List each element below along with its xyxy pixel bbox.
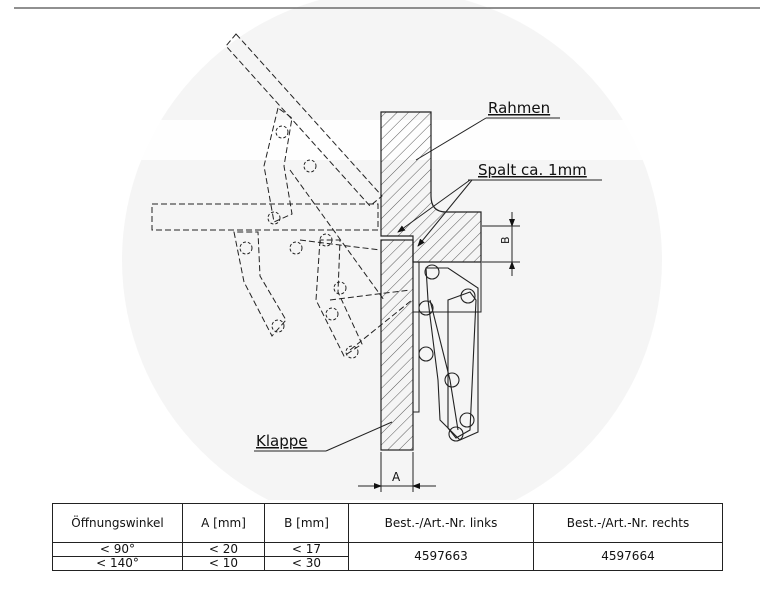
table-row: < 140° < 10 < 30 bbox=[52, 556, 723, 571]
label-dim-b: B bbox=[499, 236, 512, 244]
cell-winkel: < 90° bbox=[52, 542, 183, 557]
specification-table: Öffnungswinkel A [mm] B [mm] Best.-/Art.… bbox=[52, 503, 723, 571]
open-pivots bbox=[239, 125, 359, 359]
cell-b: < 30 bbox=[264, 556, 349, 571]
table-row: < 90° < 20 < 17 4597663 4597664 bbox=[52, 542, 723, 571]
cell-a: < 20 bbox=[182, 542, 265, 557]
label-dim-a: A bbox=[392, 470, 401, 484]
header-a: A [mm] bbox=[182, 503, 265, 543]
dimension-b bbox=[482, 212, 520, 276]
label-spalt: Spalt ca. 1mm bbox=[478, 161, 587, 179]
header-art-rechts: Best.-/Art.-Nr. rechts bbox=[533, 503, 723, 543]
cell-art-links: 4597663 bbox=[348, 542, 534, 571]
label-klappe: Klappe bbox=[256, 432, 307, 450]
hinge-technical-drawing: Rahmen Spalt ca. 1mm Klappe B A bbox=[14, 0, 760, 500]
flap-klappe bbox=[380, 239, 414, 451]
table-header-row: Öffnungswinkel A [mm] B [mm] Best.-/Art.… bbox=[52, 503, 723, 543]
cell-winkel: < 140° bbox=[52, 556, 183, 571]
header-art-links: Best.-/Art.-Nr. links bbox=[348, 503, 534, 543]
cell-b: < 17 bbox=[264, 542, 349, 557]
dimension-a bbox=[358, 452, 436, 492]
hinge-links-closed bbox=[418, 264, 479, 442]
cell-art-rechts: 4597664 bbox=[533, 542, 723, 571]
hinge-pivot bbox=[424, 264, 440, 280]
flap-open-positions bbox=[151, 33, 413, 357]
header-oeffnungswinkel: Öffnungswinkel bbox=[52, 503, 183, 543]
label-rahmen: Rahmen bbox=[488, 99, 550, 117]
cell-a: < 10 bbox=[182, 556, 265, 571]
header-b: B [mm] bbox=[264, 503, 349, 543]
